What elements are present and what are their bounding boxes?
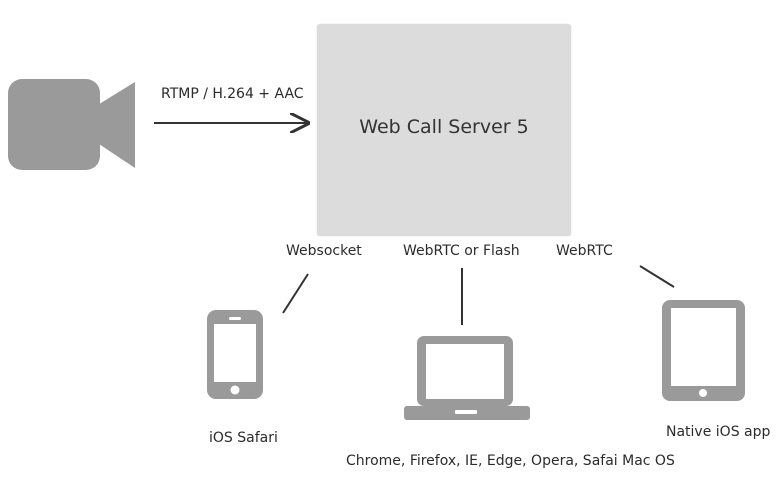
laptop-icon <box>404 336 530 420</box>
video-camera-icon <box>8 79 135 170</box>
webrtc-connector <box>639 265 675 288</box>
native-ios-app-label: Native iOS app <box>666 424 771 440</box>
server-title: Web Call Server 5 <box>359 116 529 138</box>
web-call-server-box: Web Call Server 5 <box>317 24 571 236</box>
ios-safari-label: iOS Safari <box>209 430 278 446</box>
tablet-icon <box>662 300 745 401</box>
webrtc-or-flash-label: WebRTC or Flash <box>403 243 520 259</box>
webrtc-label: WebRTC <box>556 243 613 259</box>
websocket-label: Websocket <box>286 243 362 259</box>
desktop-browsers-label: Chrome, Firefox, IE, Edge, Opera, Safai … <box>346 453 675 469</box>
rtmp-label: RTMP / H.264 + AAC <box>161 86 304 102</box>
smartphone-icon <box>207 310 263 399</box>
websocket-connector <box>282 273 309 314</box>
